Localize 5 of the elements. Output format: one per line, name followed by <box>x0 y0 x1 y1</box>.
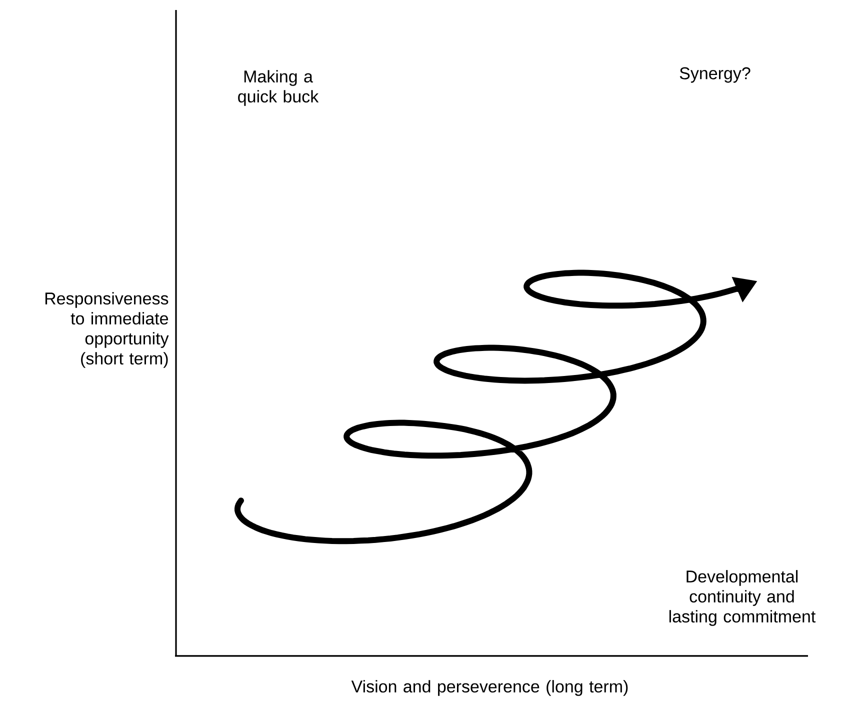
quadrant-label: Developmental continuity and lasting commitment <box>669 570 816 626</box>
quadrant-label: Making a quick buck <box>238 70 319 106</box>
axis-label: Responsiveness to immediate opportunity (short term) <box>45 292 169 368</box>
quadrant-label: Synergy? <box>680 67 750 83</box>
axis-label: Vision and perseverence (long term) <box>351 680 628 696</box>
